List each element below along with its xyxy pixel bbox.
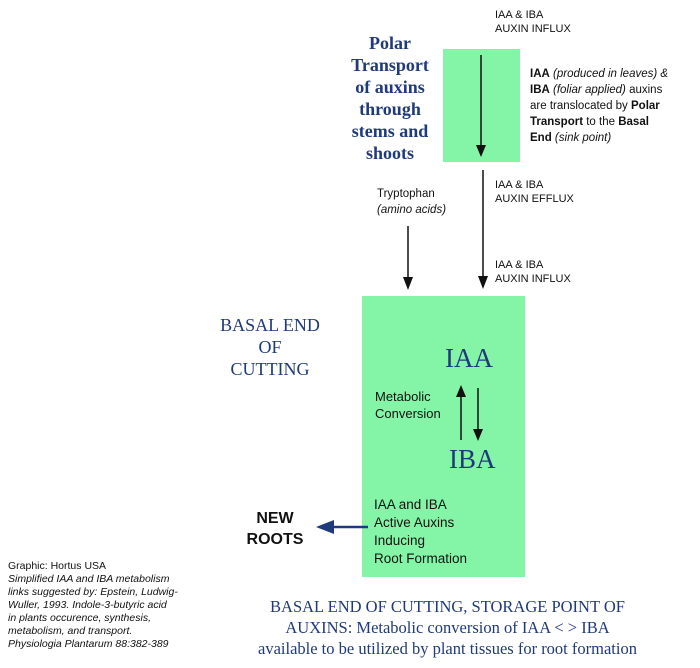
polar-transport-title: Polar Transport of auxins through stems … [351,33,429,163]
polar-description: IAA (produced in leaves) & IBA (foliar a… [530,68,669,144]
basal-end-box [362,296,525,577]
metabolic-conversion-label: Metabolic Conversion [375,389,441,421]
new-roots-label: NEW ROOTS [246,510,304,548]
iba-label: IBA [449,444,496,474]
active-auxins-label: IAA and IBA Active Auxins Inducing Root … [374,497,468,566]
caption: BASAL END OF CUTTING, STORAGE POINT OF A… [258,597,637,658]
tryptophan-label: Tryptophan (amino acids) [377,188,447,216]
iaa-label: IAA [445,343,493,373]
basal-end-title: BASAL END OF CUTTING [220,315,320,379]
credit-text: Graphic: Hortus USA Simplified IAA and I… [8,560,178,650]
lower-influx-label: IAA & IBA AUXIN INFLUX [495,259,571,285]
efflux-label: IAA & IBA AUXIN EFFLUX [495,179,574,205]
top-influx-label: IAA & IBA AUXIN INFLUX [495,9,571,35]
